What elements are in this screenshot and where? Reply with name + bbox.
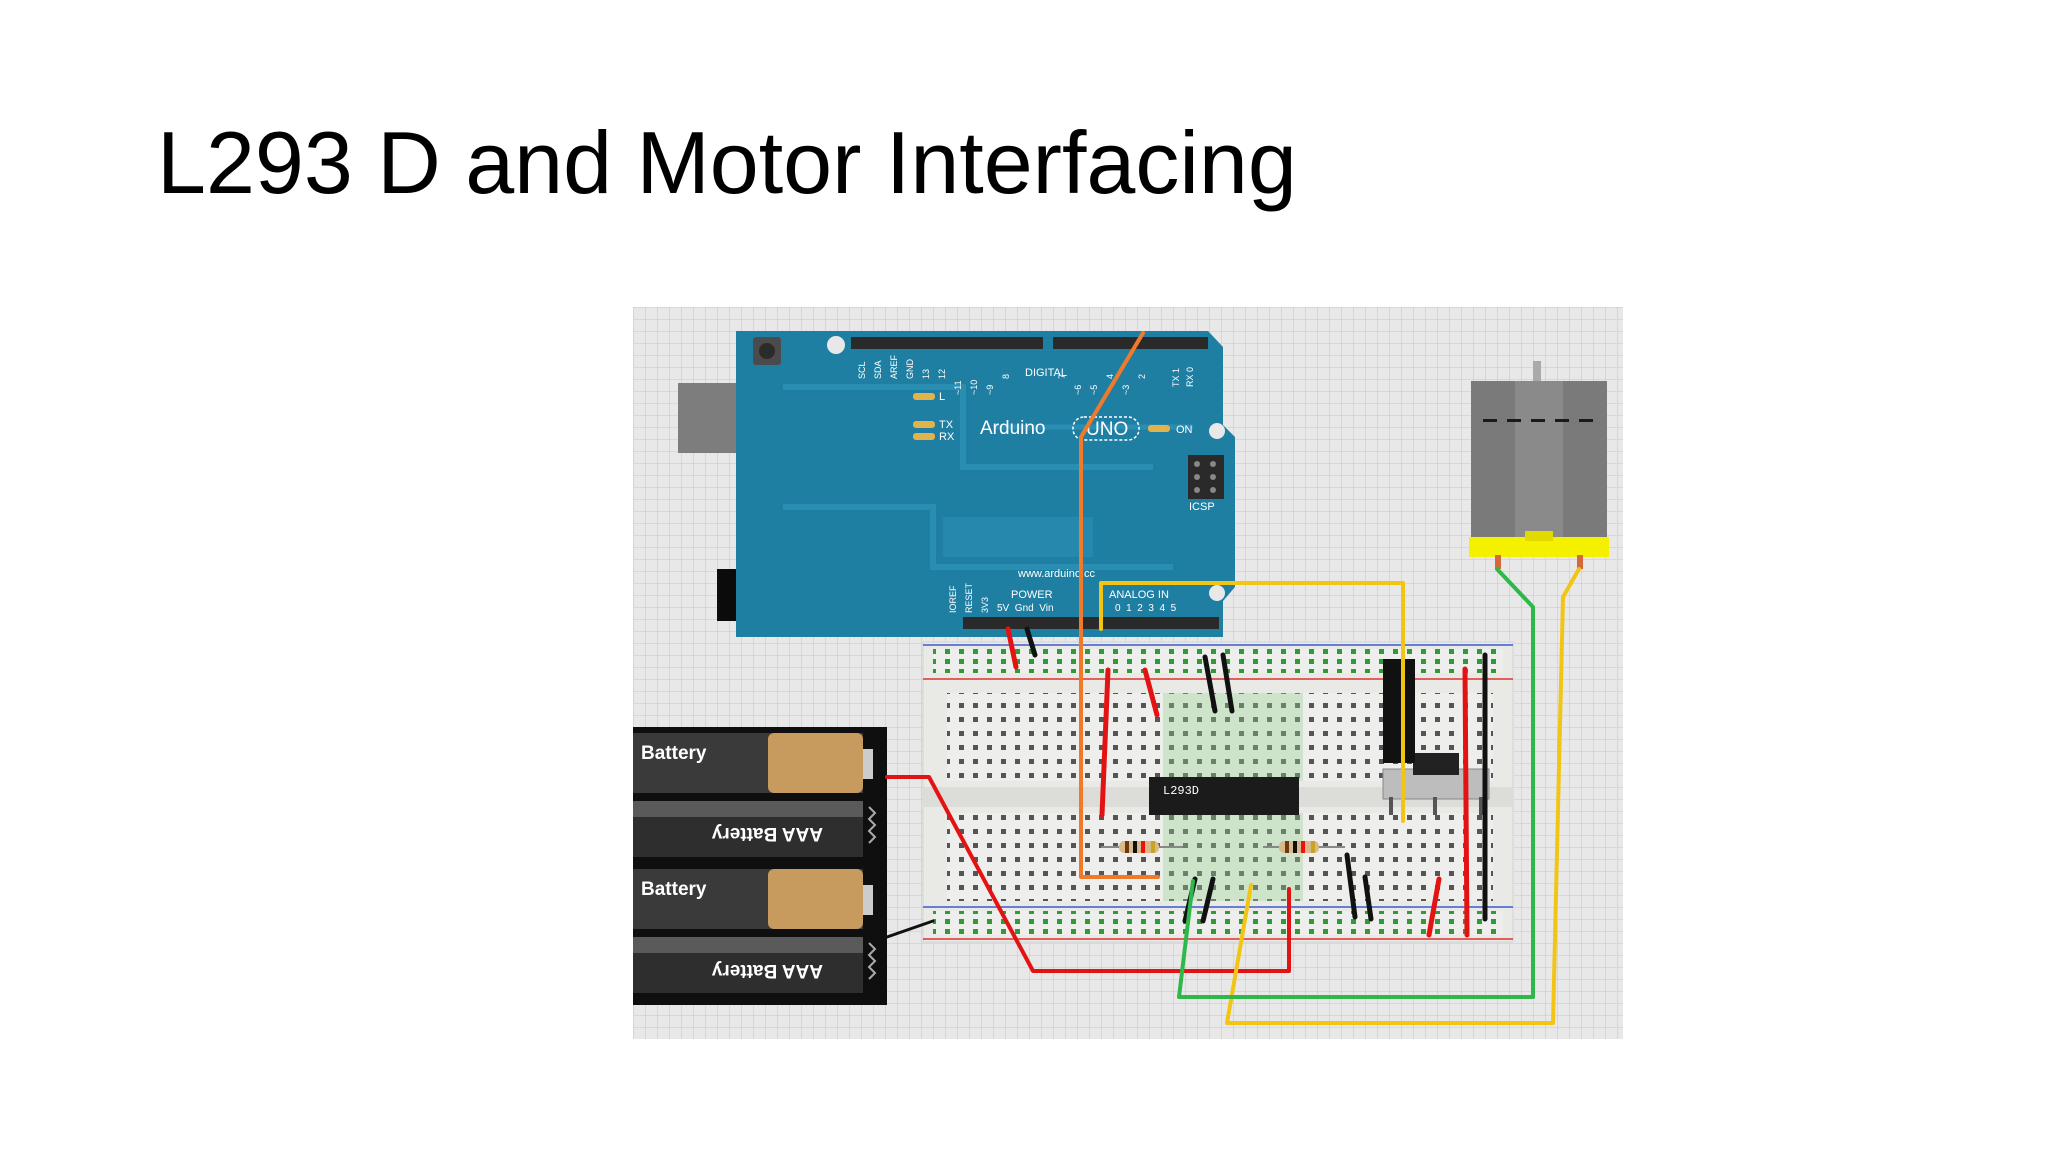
power-label: POWER [1011,589,1053,601]
pin-label: TX 1 [1171,368,1181,387]
battery-pack: Battery AAA Battery Battery AAA Battery [633,727,887,1005]
resistor-left [1101,841,1183,853]
pin-label: 3V3 [980,597,990,613]
pin-label: 8 [1001,374,1011,379]
motor-endcap [1469,537,1609,557]
potentiometer [1382,659,1490,815]
pin-label: 7 [1057,374,1067,379]
battery-label: Battery [641,879,707,900]
pin-label: 13 [921,369,931,379]
pin-label: AREF [889,354,899,379]
wire-orange [1079,331,1160,879]
pin-label: ~5 [1089,385,1099,395]
analog-pins-label: 0 1 2 3 4 5 [1115,603,1177,614]
wire-black-battery [885,919,935,939]
mount-hole [1209,423,1225,439]
jumper-red [1426,876,1442,938]
pin-label: SDA [873,360,883,379]
motor-terminal [1577,555,1583,569]
mount-hole [1209,585,1225,601]
bottom-power-rail [933,911,1503,935]
arduino-board: L TX RX Arduino UNO ON ICSP DIGITAL www.… [678,331,1235,637]
dc-motor [1469,361,1609,569]
resistor-right [1263,841,1345,853]
digital-header-right [1053,337,1208,349]
jumper-black [1362,874,1374,922]
arduino-pcb [736,331,1235,637]
top-power-rail [933,649,1503,673]
pin-label: 4 [1105,374,1115,379]
wire-yellow-analog [1099,581,1405,823]
slide-title: L293 D and Motor Interfacing [157,113,1297,212]
motor-shaft [1533,361,1541,381]
pin-label: 2 [1137,374,1147,379]
led-rx-label: RX [939,431,955,443]
jumper-black [1220,652,1235,714]
mount-hole [827,336,845,354]
digital-label: DIGITAL [1025,367,1067,379]
battery-label: AAA Battery [711,823,823,844]
circuit-svg: L TX RX Arduino UNO ON ICSP DIGITAL www.… [633,307,1623,1039]
analog-label: ANALOG IN [1109,589,1169,601]
motor-terminal [1495,555,1501,569]
wire-green-motor [1177,567,1535,999]
icsp-label: ICSP [1189,501,1215,513]
pin-label: RESET [964,582,974,613]
battery-label: AAA Battery [711,960,823,981]
pin-label: ~6 [1073,385,1083,395]
analog-header [1099,617,1219,629]
led-l [913,393,935,400]
jumper-red-rail [1462,666,1470,938]
chip-label: L293D [1163,784,1199,798]
pin-label: RX 0 [1185,367,1195,387]
arduino-model: UNO [1086,419,1128,440]
jumper-black [1202,654,1218,714]
battery-cap [768,733,863,793]
on-label: ON [1176,424,1193,436]
arduino-brand: Arduino [980,418,1046,439]
battery-cap [768,869,863,929]
led-l-label: L [939,391,945,403]
pin-label: SCL [857,361,867,379]
power-pins-label: 5V Gnd Vin [997,603,1054,614]
digital-header-left [851,337,1043,349]
wires [885,331,1581,1025]
pin-label: ~10 [969,380,979,395]
pin-label: 12 [937,369,947,379]
pot-shaft [1383,659,1415,763]
website-label: www.arduino.cc [1017,568,1096,580]
pin-label: ~11 [953,380,963,395]
icsp-header [1188,455,1224,499]
led-tx-label: TX [939,419,954,431]
l293d-chip: L293D [1149,777,1299,815]
battery-label: Battery [641,743,707,764]
pin-label: ~9 [985,385,995,395]
wire-yellow-motor [1225,567,1581,1025]
wire-red-battery [885,775,1291,973]
power-header [963,617,1113,629]
led-on [1148,425,1170,432]
chip-body [1149,777,1299,815]
wire-black-gnd [1024,626,1038,658]
pin-label: IOREF [948,585,958,613]
led-tx [913,421,935,428]
jumper-red [1099,667,1111,818]
pin-label: ~3 [1121,385,1131,395]
led-rx [913,433,935,440]
uno-badge [1072,416,1140,441]
pin-label: GND [905,359,915,380]
wire-red-5v [1005,626,1019,670]
jumper-black [1200,876,1216,924]
jumper-red [1142,667,1160,718]
jumper-black [1344,852,1358,920]
lower-terminal-strip [947,813,1493,901]
pot-collar [1413,753,1459,775]
circuit-diagram: L TX RX Arduino UNO ON ICSP DIGITAL www.… [633,307,1623,1039]
